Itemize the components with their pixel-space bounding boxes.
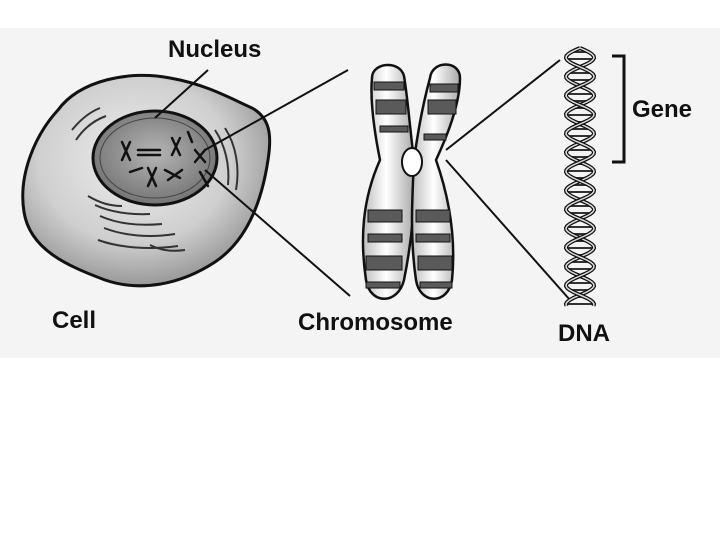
cell-label: Cell xyxy=(52,307,96,334)
leader-nucleus-to-chromosome-top xyxy=(204,69,349,151)
nucleus-envelope xyxy=(91,109,219,207)
dna-strand-a-highlight xyxy=(565,47,595,307)
chromosome-bands xyxy=(365,81,459,289)
nucleus-chromosomes xyxy=(120,130,210,188)
centromere xyxy=(401,147,423,177)
chromosome-illustration xyxy=(361,63,462,300)
leader-chromosome-to-dna-bottom xyxy=(445,159,571,301)
chromosome-label: Chromosome xyxy=(298,309,453,336)
dna-label: DNA xyxy=(558,320,610,347)
cell-organelles xyxy=(71,107,239,252)
dna-strand-b-highlight xyxy=(565,47,595,307)
leader-lines xyxy=(154,59,571,301)
cell-illustration xyxy=(21,73,272,288)
gene-bracket xyxy=(612,54,626,164)
nucleus-label: Nucleus xyxy=(168,36,261,63)
gene-label: Gene xyxy=(632,96,692,123)
leader-chromosome-to-dna-top xyxy=(445,59,561,151)
leader-nucleus xyxy=(154,69,209,119)
dna-helix xyxy=(563,46,597,307)
leader-nucleus-to-chromosome-bottom xyxy=(204,169,351,297)
